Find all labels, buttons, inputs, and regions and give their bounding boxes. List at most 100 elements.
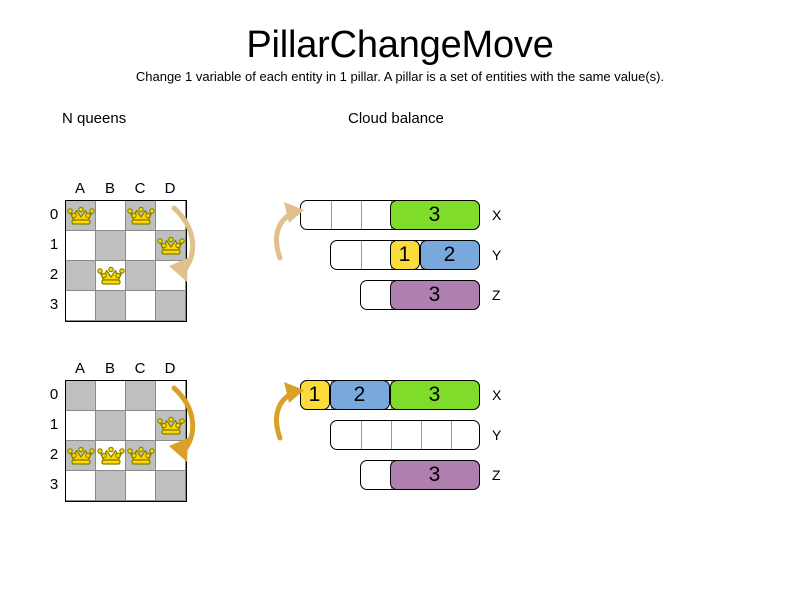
computer-label-z: Z <box>492 467 501 483</box>
board-cell-c3[interactable] <box>126 291 156 321</box>
cloud-transition-arrow-bottom <box>270 376 310 451</box>
track-segment-divider <box>421 421 422 449</box>
cell-gridline <box>126 411 156 441</box>
queen-piece[interactable] <box>157 234 185 258</box>
cell-gridline <box>96 261 126 291</box>
cell-gridline <box>126 291 156 321</box>
queen-icon <box>127 446 155 465</box>
board-grid <box>65 380 187 502</box>
queen-icon <box>97 266 125 285</box>
board-cell-b0[interactable] <box>96 381 126 411</box>
computer-label-z: Z <box>492 287 501 303</box>
board-cell-b0[interactable] <box>96 201 126 231</box>
track-segment-divider <box>361 201 362 229</box>
board-cell-a3[interactable] <box>66 291 96 321</box>
cell-gridline <box>126 231 156 261</box>
queen-piece[interactable] <box>127 444 155 468</box>
queen-piece[interactable] <box>97 264 125 288</box>
computer-track-z[interactable]: 3 <box>360 279 480 310</box>
board-cell-d3[interactable] <box>156 471 186 501</box>
queen-icon <box>127 206 155 225</box>
cell-gridline <box>66 291 96 321</box>
row-label-2: 2 <box>49 266 59 283</box>
queen-piece[interactable] <box>157 414 185 438</box>
computer-track-z[interactable]: 3 <box>360 459 480 490</box>
cell-gridline <box>66 441 96 471</box>
board-cell-c1[interactable] <box>126 231 156 261</box>
board-cell-a3[interactable] <box>66 471 96 501</box>
queen-icon <box>97 446 125 465</box>
board-cell-a0[interactable] <box>66 381 96 411</box>
board-cell-b3[interactable] <box>96 291 126 321</box>
queens-transition-arrow-bottom <box>166 376 206 476</box>
process-block-3[interactable]: 3 <box>389 279 480 310</box>
board-cell-c0[interactable] <box>126 381 156 411</box>
process-block-1[interactable]: 1 <box>299 379 330 410</box>
board-cell-c1[interactable] <box>126 411 156 441</box>
board-column-labels: A B C D <box>65 360 185 380</box>
column-label-d: D <box>164 360 176 377</box>
cell-gridline <box>156 411 186 441</box>
cell-gridline <box>96 411 126 441</box>
column-label-d: D <box>164 180 176 197</box>
board-grid <box>65 200 187 322</box>
process-block-2[interactable]: 2 <box>419 239 480 270</box>
column-label-c: C <box>134 180 146 197</box>
section-header-cloud-balance: Cloud balance <box>348 110 444 127</box>
board-cell-a1[interactable] <box>66 231 96 261</box>
queen-piece[interactable] <box>97 444 125 468</box>
column-label-c: C <box>134 360 146 377</box>
process-block-2[interactable]: 2 <box>329 379 390 410</box>
board-cell-d3[interactable] <box>156 291 186 321</box>
column-label-b: B <box>104 360 115 377</box>
cell-gridline <box>126 381 156 411</box>
board-cell-c3[interactable] <box>126 471 156 501</box>
row-label-0: 0 <box>49 386 59 403</box>
row-label-0: 0 <box>49 206 59 223</box>
cell-gridline <box>96 381 126 411</box>
row-label-2: 2 <box>49 446 59 463</box>
computer-track-x[interactable]: 3 <box>300 199 480 230</box>
process-block-3[interactable]: 3 <box>389 199 480 230</box>
board-cell-a2[interactable] <box>66 261 96 291</box>
column-label-a: A <box>74 180 85 197</box>
cell-gridline <box>156 231 186 261</box>
process-block-3[interactable]: 3 <box>389 459 480 490</box>
process-block-3[interactable]: 3 <box>389 379 480 410</box>
board-cell-c2[interactable] <box>126 261 156 291</box>
cell-gridline <box>156 201 186 231</box>
queens-transition-arrow-top <box>166 196 206 296</box>
process-block-1[interactable]: 1 <box>389 239 420 270</box>
cell-gridline <box>66 231 96 261</box>
board-cell-b1[interactable] <box>96 411 126 441</box>
cell-gridline <box>156 471 186 501</box>
queen-piece[interactable] <box>127 204 155 228</box>
queen-icon <box>67 206 95 225</box>
cloud-transition-arrow-top <box>270 196 310 271</box>
column-label-b: B <box>104 180 115 197</box>
row-label-1: 1 <box>49 236 59 253</box>
queen-piece[interactable] <box>67 444 95 468</box>
computer-label-x: X <box>492 387 502 403</box>
page-subtitle: Change 1 variable of each entity in 1 pi… <box>135 69 665 84</box>
row-label-1: 1 <box>49 416 59 433</box>
board-cell-a1[interactable] <box>66 411 96 441</box>
queen-piece[interactable] <box>67 204 95 228</box>
track-segment-divider <box>451 421 452 449</box>
computer-track-y[interactable] <box>330 420 480 450</box>
cell-gridline <box>66 381 96 411</box>
track-segment-divider <box>361 421 362 449</box>
track-segment-divider <box>391 421 392 449</box>
cell-gridline <box>96 471 126 501</box>
cell-gridline <box>96 291 126 321</box>
cell-gridline <box>156 291 186 321</box>
board-cell-b3[interactable] <box>96 471 126 501</box>
track-segment-divider <box>361 241 362 269</box>
column-label-a: A <box>74 360 85 377</box>
board-cell-b1[interactable] <box>96 231 126 261</box>
track-segment-divider <box>331 201 332 229</box>
queen-icon <box>157 236 185 255</box>
